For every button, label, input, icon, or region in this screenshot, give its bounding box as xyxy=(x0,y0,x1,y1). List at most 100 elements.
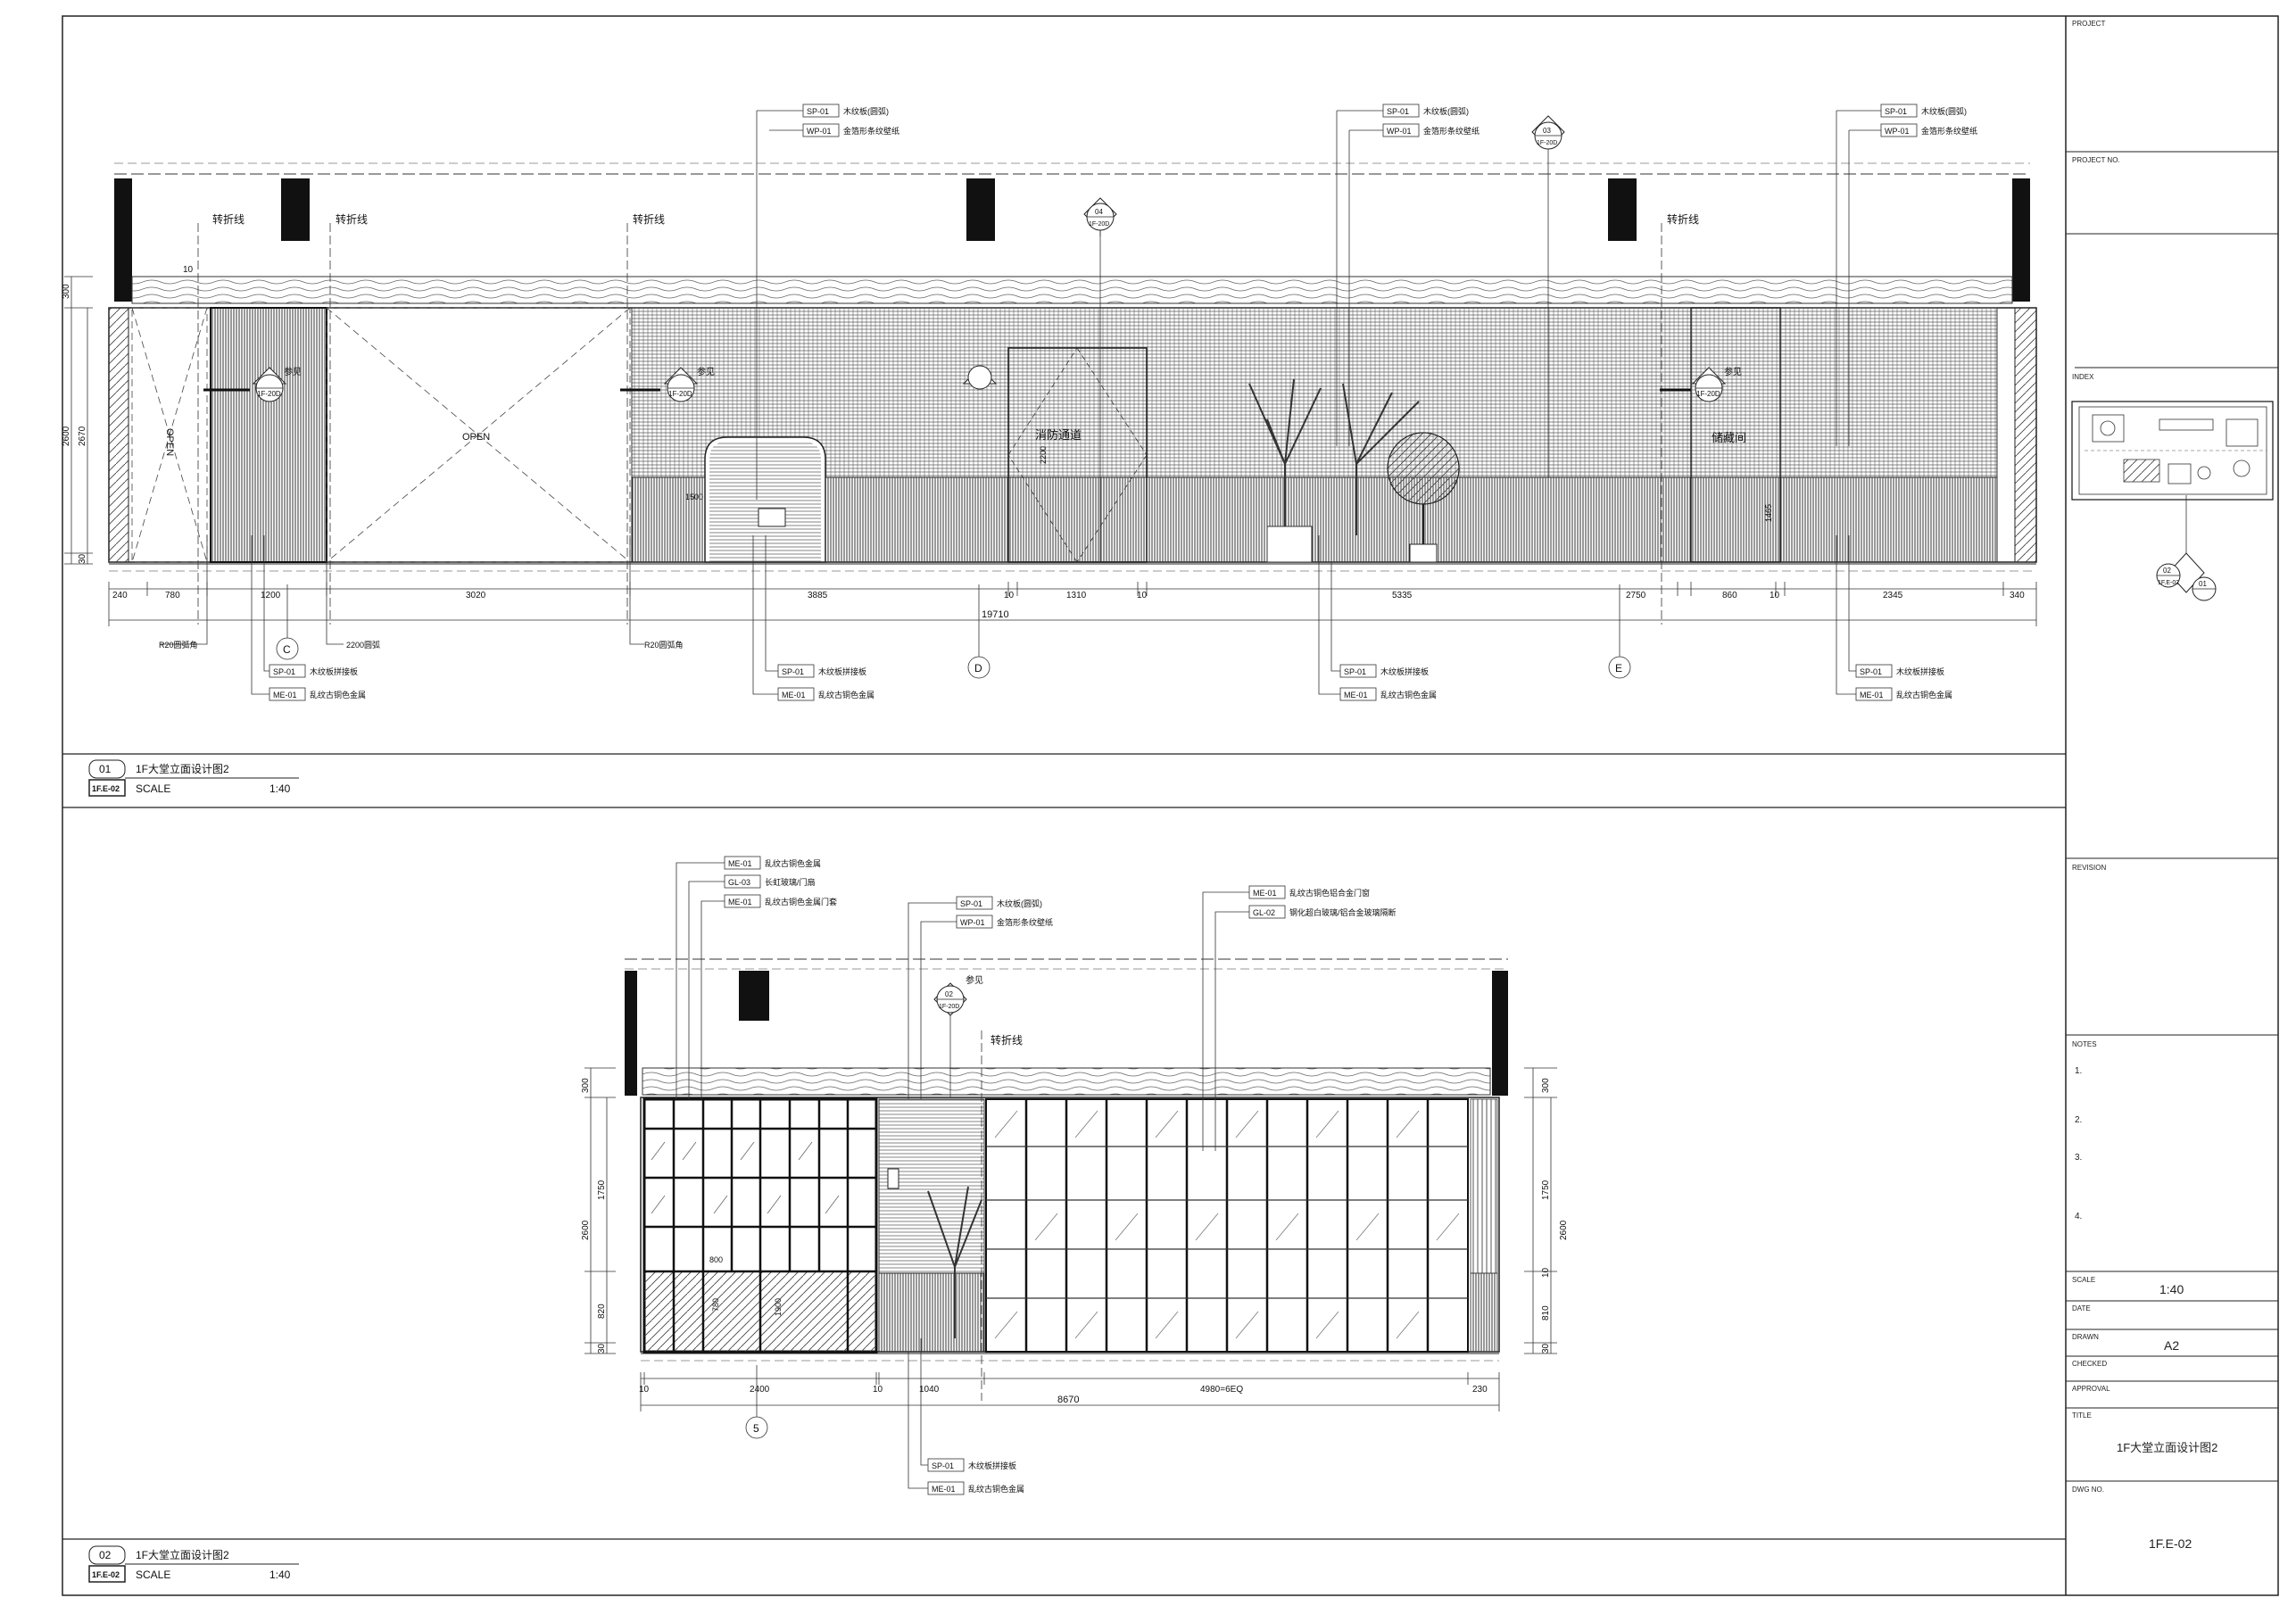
svg-text:WP-01: WP-01 xyxy=(960,918,985,927)
drawn-value: A2 xyxy=(2164,1338,2180,1353)
project-label: PROJECT xyxy=(2072,20,2106,28)
svg-text:1:40: 1:40 xyxy=(269,782,291,795)
svg-text:SP-01: SP-01 xyxy=(960,899,982,908)
e1-dim-240: 240 xyxy=(112,591,128,600)
e2-tags-mid: SP-01 木纹板(圆弧) WP-01 金箔形条纹壁纸 xyxy=(908,896,1053,1099)
e1-dim-780: 780 xyxy=(165,591,180,600)
e1-dim-1200: 1200 xyxy=(261,591,281,600)
e1-dim-3020: 3020 xyxy=(466,591,486,600)
open-label-a: OPEN xyxy=(164,428,175,456)
scale-label: SCALE xyxy=(2072,1276,2096,1284)
svg-text:SP-01: SP-01 xyxy=(1344,667,1366,676)
fold-label-e1-c: 转折线 xyxy=(633,212,665,226)
e2-small-dim-800: 800 xyxy=(709,1255,723,1264)
svg-text:1F.E-02: 1F.E-02 xyxy=(92,784,120,793)
e2-left-2600: 2600 xyxy=(581,1220,591,1240)
ref-tag-c xyxy=(962,365,998,390)
e1-dim-10c: 10 xyxy=(1770,591,1780,600)
svg-text:ME-01: ME-01 xyxy=(1344,691,1368,700)
e1-height-10: 10 xyxy=(183,265,194,275)
e2-left-1750: 1750 xyxy=(597,1180,607,1200)
grid-d-label: D xyxy=(974,662,982,675)
svg-text:02: 02 xyxy=(99,1549,112,1561)
e1-dim-2750: 2750 xyxy=(1626,591,1646,600)
svg-text:木纹板(圆弧): 木纹板(圆弧) xyxy=(997,898,1042,908)
svg-text:1F-20D: 1F-20D xyxy=(668,390,692,398)
index-label: INDEX xyxy=(2072,373,2094,381)
svg-text:03: 03 xyxy=(1543,127,1551,135)
svg-text:乱纹古铜色金属: 乱纹古铜色金属 xyxy=(968,1484,1024,1494)
svg-text:钢化超白玻璃/铝合金玻璃隔断: 钢化超白玻璃/铝合金玻璃隔断 xyxy=(1289,907,1397,917)
grid-5 xyxy=(745,1416,768,1439)
svg-text:1F-20D: 1F-20D xyxy=(1696,390,1720,398)
tree-icon xyxy=(1387,432,1460,563)
svg-text:SP-01: SP-01 xyxy=(807,107,829,116)
e2-small-dim-780: 780 xyxy=(711,1298,720,1312)
svg-text:01: 01 xyxy=(99,763,112,775)
grid-e xyxy=(1608,656,1631,679)
revision-label: REVISION xyxy=(2072,864,2107,872)
svg-text:木纹板(圆弧): 木纹板(圆弧) xyxy=(1921,106,1967,116)
fold-label-e1-a: 转折线 xyxy=(212,212,245,226)
dwg-label: DWG NO. xyxy=(2072,1486,2104,1494)
section-mark-02: 02 1F-20D 参见 xyxy=(933,974,983,1097)
bottom-tags-group-4: SP-01 木纹板拼接板 ME-01 乱纹古铜色金属 xyxy=(1836,535,1952,701)
e1-dim-5335: 5335 xyxy=(1392,591,1413,600)
e2-dim-10b: 10 xyxy=(873,1385,883,1395)
small-dim-2200: 2200 xyxy=(1039,446,1048,464)
checked-label: CHECKED xyxy=(2072,1360,2108,1368)
e2-tags-left: ME-01 乱纹古铜色金属 GL-03 长虹玻璃/门扇 ME-01 乱纹古铜色金… xyxy=(676,856,837,1099)
svg-text:ME-01: ME-01 xyxy=(728,859,752,868)
svg-text:木纹板拼接板: 木纹板拼接板 xyxy=(818,666,866,676)
svg-text:参见: 参见 xyxy=(1724,366,1742,377)
elevation-01: 300 2600 2670 30 10 转折线 转折线 转折线 转折线 OPEN… xyxy=(62,103,2066,797)
top-tags-group-1: SP-01 木纹板(圆弧) WP-01 金箔形条纹壁纸 xyxy=(756,103,899,500)
grid-c xyxy=(276,637,299,660)
e1-dim-3885: 3885 xyxy=(808,591,828,600)
e2-left-300: 300 xyxy=(581,1078,591,1093)
svg-text:金箔形条纹壁纸: 金箔形条纹壁纸 xyxy=(843,126,899,136)
e2-right-300: 300 xyxy=(1541,1078,1551,1093)
scale-value: 1:40 xyxy=(2159,1282,2184,1296)
section-mark-04: 04 1F-20D xyxy=(1083,197,1117,236)
e1-dim-340: 340 xyxy=(2010,591,2025,600)
glass-door-left: 800 780 1900 xyxy=(642,1097,878,1354)
e2-right-10: 10 xyxy=(1541,1267,1551,1278)
e2-dim-2400: 2400 xyxy=(750,1385,770,1395)
svg-text:1F-20D: 1F-20D xyxy=(939,1004,959,1010)
fold-lines-e1 xyxy=(197,223,1662,625)
svg-text:乱纹古铜色金属: 乱纹古铜色金属 xyxy=(765,858,821,868)
bottom-tags-group-3: SP-01 木纹板拼接板 ME-01 乱纹古铜色金属 xyxy=(1318,535,1437,701)
e2-dim-4980: 4980=6EQ xyxy=(1200,1385,1243,1395)
index-tag-a: 1F.E-02 xyxy=(2158,580,2179,586)
ref-tag-d: 1F-20D 参见 xyxy=(1660,366,1742,402)
e2-tags-bottom: SP-01 木纹板拼接板 ME-01 乱纹古铜色金属 xyxy=(908,1338,1024,1495)
svg-text:木纹板(圆弧): 木纹板(圆弧) xyxy=(843,106,889,116)
ref-tag-b: 1F-20D 参见 xyxy=(620,366,715,402)
index-key-plan: 02 1F.E-02 01 xyxy=(2071,401,2274,601)
svg-text:1F-20D: 1F-20D xyxy=(1089,221,1109,228)
index-tag-b: 01 xyxy=(2199,580,2207,588)
svg-text:金箔形条纹壁纸: 金箔形条纹壁纸 xyxy=(1921,126,1977,136)
svg-text:SP-01: SP-01 xyxy=(1885,107,1907,116)
plant-icon-e2 xyxy=(927,1186,982,1338)
fold-label-e2: 转折线 xyxy=(991,1033,1023,1047)
e2-dim-1040: 1040 xyxy=(919,1385,940,1395)
plant-icon xyxy=(1248,378,1420,563)
svg-text:金箔形条纹壁纸: 金箔形条纹壁纸 xyxy=(997,917,1053,927)
svg-text:WP-01: WP-01 xyxy=(807,127,832,136)
svg-text:参见: 参见 xyxy=(284,366,302,377)
svg-text:1F-20D: 1F-20D xyxy=(1537,140,1557,146)
svg-text:ME-01: ME-01 xyxy=(728,898,752,906)
svg-text:长虹玻璃/门扇: 长虹玻璃/门扇 xyxy=(765,877,816,887)
e2-left-820: 820 xyxy=(597,1304,607,1319)
title-label: TITLE xyxy=(2072,1411,2092,1420)
e1-height-30: 30 xyxy=(78,553,87,564)
e1-note-r20-b: R20圆弧角 xyxy=(644,640,684,650)
svg-text:02: 02 xyxy=(945,990,953,998)
elevation-02: 800 780 1900 xyxy=(62,856,2066,1583)
grid-e-label: E xyxy=(1615,662,1622,675)
svg-text:金箔形条纹壁纸: 金箔形条纹壁纸 xyxy=(1423,126,1480,136)
svg-text:SP-01: SP-01 xyxy=(782,667,804,676)
